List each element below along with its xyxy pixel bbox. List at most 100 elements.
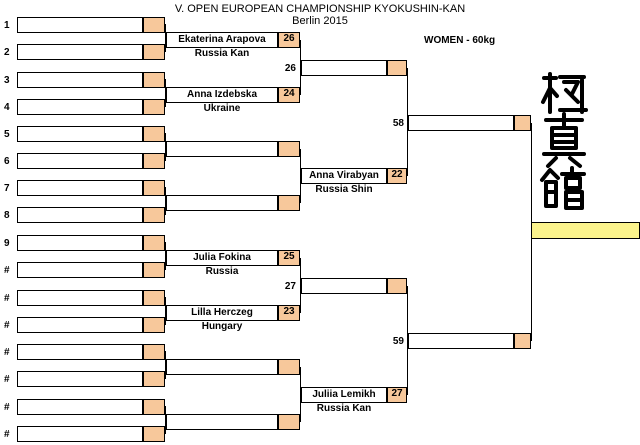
bracket-connector [300, 258, 301, 313]
seed-number: # [4, 402, 10, 413]
winner-slot[interactable] [301, 278, 387, 294]
competitor-slot[interactable] [17, 344, 143, 360]
winner-slot[interactable] [301, 60, 387, 76]
seed-number: 6 [4, 156, 10, 167]
competitor-slot[interactable] [17, 235, 143, 251]
score-box [143, 371, 165, 387]
fighter-country: Russia Kan [316, 403, 372, 414]
competitor-slot[interactable] [17, 207, 143, 223]
fighter-name: Juliia Lemikh [312, 389, 376, 400]
match-score: 27 [284, 281, 296, 292]
competitor-slot[interactable] [17, 72, 143, 88]
competitor-slot[interactable] [17, 99, 143, 115]
fighter-name: Lilla Herczeg [191, 307, 253, 318]
bracket-connector [165, 133, 166, 161]
score-box: 27 [387, 387, 407, 403]
score-box [143, 262, 165, 278]
seed-number: 7 [4, 183, 10, 194]
event-title: V. OPEN EUROPEAN CHAMPIONSHIP KYOKUSHIN-… [174, 3, 466, 15]
fighter-country: Russia Shin [315, 184, 373, 195]
seed-number: # [4, 347, 10, 358]
seed-number: # [4, 265, 10, 276]
bracket-connector [165, 406, 166, 434]
bracket-connector [407, 68, 408, 176]
fighter-name: Julia Fokina [193, 252, 251, 263]
seed-number: 5 [4, 129, 10, 140]
competitor-slot[interactable] [17, 153, 143, 169]
seed-number: # [4, 320, 10, 331]
winner-slot[interactable] [166, 359, 278, 375]
score-box [143, 126, 165, 142]
bracket-connector [165, 242, 166, 270]
bracket-connector [165, 297, 166, 325]
match-score: 26 [284, 63, 296, 74]
winner-slot[interactable] [166, 250, 278, 266]
competitor-slot[interactable] [17, 126, 143, 142]
fighter-country: Hungary [201, 321, 243, 332]
seed-number: 3 [4, 75, 10, 86]
finalist-slot[interactable] [408, 333, 514, 349]
score-box: 23 [278, 305, 300, 321]
winner-slot[interactable] [301, 168, 387, 184]
match-score: 59 [392, 336, 404, 347]
score-box [143, 99, 165, 115]
score-box [143, 207, 165, 223]
score-box [143, 344, 165, 360]
fighter-country: Russia [205, 266, 239, 277]
score-box [143, 235, 165, 251]
bracket-connector [300, 367, 301, 422]
bracket-connector [165, 24, 166, 52]
seed-number: 1 [4, 20, 10, 31]
score-box [143, 153, 165, 169]
score-box [143, 399, 165, 415]
bracket-connector [165, 79, 166, 107]
score-box [143, 426, 165, 442]
seed-number: 4 [4, 102, 10, 113]
competitor-slot[interactable] [17, 44, 143, 60]
score-box [387, 278, 407, 294]
bracket-connector [300, 40, 301, 95]
fighter-country: Russia Kan [194, 48, 250, 59]
winner-slot[interactable] [166, 414, 278, 430]
match-score: 58 [392, 118, 404, 129]
winner-slot[interactable] [166, 305, 278, 321]
score-box [514, 333, 531, 349]
score-box: 24 [278, 87, 300, 103]
seed-number: # [4, 293, 10, 304]
competitor-slot[interactable] [17, 371, 143, 387]
fighter-name: Ekaterina Arapova [178, 34, 266, 45]
competitor-slot[interactable] [17, 290, 143, 306]
score-box: 25 [278, 250, 300, 266]
seed-number: 8 [4, 210, 10, 221]
event-subtitle: Berlin 2015 [292, 15, 348, 27]
champion-slot[interactable] [531, 222, 640, 239]
score-box [143, 180, 165, 196]
score-box [278, 141, 300, 157]
kyokushinkan-logo [540, 72, 588, 210]
score-box: 22 [387, 168, 407, 184]
score-box [143, 290, 165, 306]
score-box [387, 60, 407, 76]
competitor-slot[interactable] [17, 262, 143, 278]
score-box [143, 317, 165, 333]
competitor-slot[interactable] [17, 17, 143, 33]
winner-slot[interactable] [166, 87, 278, 103]
winner-slot[interactable] [166, 195, 278, 211]
score-box [143, 72, 165, 88]
winner-slot[interactable] [166, 141, 278, 157]
competitor-slot[interactable] [17, 180, 143, 196]
competitor-slot[interactable] [17, 426, 143, 442]
competitor-slot[interactable] [17, 399, 143, 415]
winner-slot[interactable] [301, 387, 387, 403]
fighter-country: Ukraine [203, 103, 241, 114]
seed-number: # [4, 374, 10, 385]
score-box [143, 44, 165, 60]
score-box [278, 359, 300, 375]
seed-number: 2 [4, 47, 10, 58]
finalist-slot[interactable] [408, 115, 514, 131]
score-box [278, 414, 300, 430]
bracket-connector [407, 286, 408, 395]
seed-number: # [4, 429, 10, 440]
competitor-slot[interactable] [17, 317, 143, 333]
winner-slot[interactable] [166, 32, 278, 48]
